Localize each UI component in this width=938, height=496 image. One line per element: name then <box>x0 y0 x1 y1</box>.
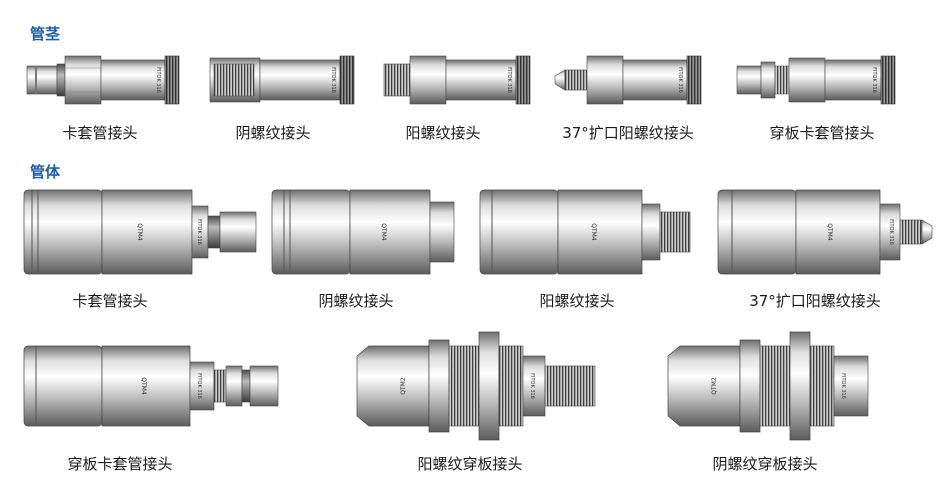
body-marking-text: QTM2 <box>400 377 407 395</box>
body-female-thread-bulkhead-fitting-image: QTM2 FITOK 316 <box>667 331 869 441</box>
stem-male-thread-fitting-image: FITOK 316 <box>383 55 531 105</box>
body-label-6: 阳螺纹穿板接头 <box>417 455 523 473</box>
body-label-3: 阳螺纹接头 <box>539 292 615 310</box>
stem-label-4: 37°扩口阳螺纹接头 <box>562 124 694 142</box>
body-bulkhead-compression-fitting-image: QTM4 FITOK 316 <box>23 345 279 427</box>
body-compression-fitting-image: QTM4 FITOK 316 <box>23 189 257 275</box>
body-marking-text: QTM4 <box>140 377 147 395</box>
stem-marking-text: FITOK 316 <box>871 67 877 93</box>
body-female-thread-fitting-image: QTM4 <box>271 189 455 275</box>
body-label-1: 卡套管接头 <box>72 292 148 310</box>
body-stem-marking-text: FITOK 316 <box>888 219 894 245</box>
stem-marking-text: FITOK 316 <box>506 67 512 93</box>
body-marking-text: QTM4 <box>380 223 387 241</box>
stem-bulkhead-compression-fitting-image: FITOK 316 <box>736 55 896 105</box>
section-heading-body: 管体 <box>30 163 61 181</box>
body-male-thread-fitting-image: QTM4 <box>479 189 691 275</box>
body-label-5: 穿板卡套管接头 <box>67 455 173 473</box>
stem-label-5: 穿板卡套管接头 <box>769 124 875 142</box>
stem-label-2: 阴螺纹接头 <box>235 124 311 142</box>
stem-marking-text: FITOK 316 <box>330 67 336 93</box>
body-stem-marking-text: FITOK 316 <box>196 373 202 399</box>
body-male-thread-bulkhead-fitting-image: QTM2 FITOK 316 <box>356 331 596 441</box>
stem-female-thread-fitting-image: FITOK 316 <box>209 55 355 105</box>
body-stem-marking-text: FITOK 316 <box>529 373 535 399</box>
stem-label-1: 卡套管接头 <box>62 124 138 142</box>
body-label-4: 37°扩口阳螺纹接头 <box>749 292 881 310</box>
stem-flare-fitting-image: FITOK 316 <box>554 55 702 105</box>
stem-compression-fitting-image: FITOK 316 <box>26 55 180 105</box>
body-stem-marking-text: FITOK 316 <box>196 219 202 245</box>
body-marking-text: QTM2 <box>711 377 718 395</box>
stem-marking-text: FITOK 316 <box>677 67 683 93</box>
body-label-7: 阴螺纹穿板接头 <box>712 455 818 473</box>
body-marking-text: QTM4 <box>136 223 143 241</box>
stem-label-3: 阳螺纹接头 <box>405 124 481 142</box>
body-label-2: 阴螺纹接头 <box>318 292 394 310</box>
body-flare-fitting-image: QTM4 FITOK 316 <box>717 189 933 275</box>
body-marking-text: QTM4 <box>590 223 597 241</box>
body-stem-marking-text: FITOK 316 <box>840 373 846 399</box>
section-heading-stem: 管茎 <box>30 25 61 43</box>
body-marking-text: QTM4 <box>826 223 833 241</box>
stem-marking-text: FITOK 316 <box>155 67 161 93</box>
